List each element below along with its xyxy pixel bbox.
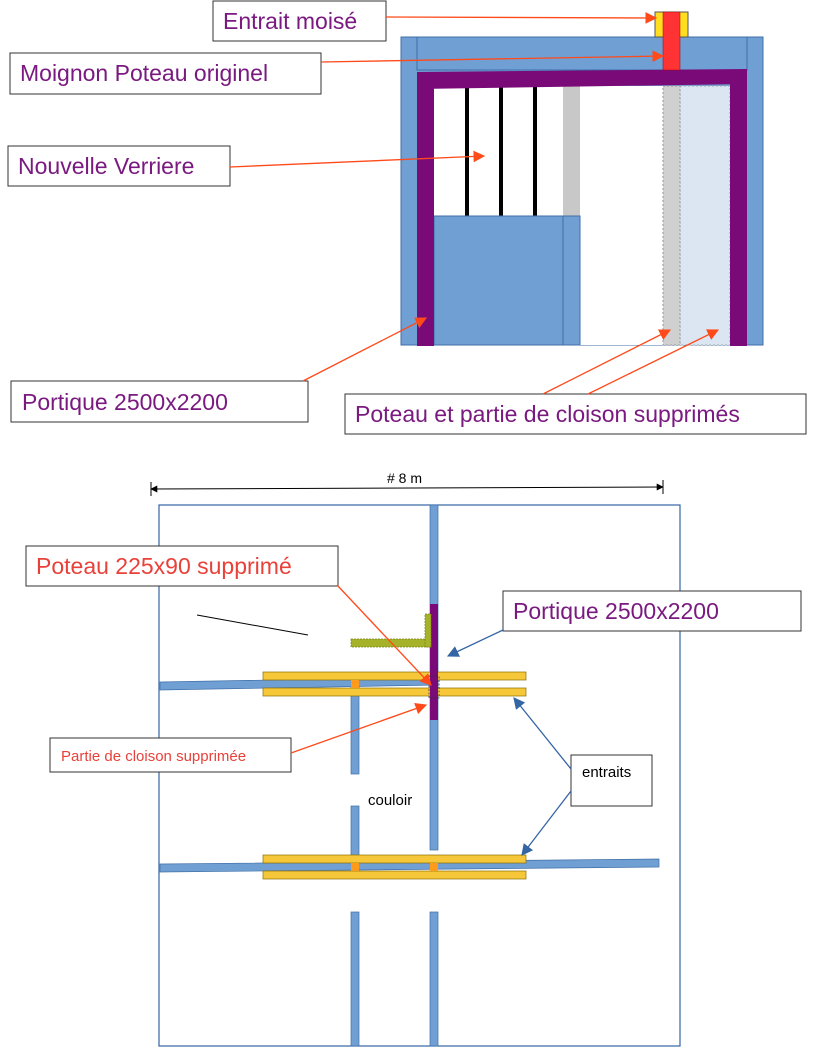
portique-beam [417,69,747,89]
arrow-poteau-plan [336,584,432,686]
elevation-view: Entrait moisé Moignon Poteau originel No… [7,0,807,435]
arrow-cloison-plan [290,703,428,754]
label-entrait: Entrait moisé [223,8,357,34]
arrow-entrait [385,12,658,24]
glazing-area [434,86,581,216]
removed-post-grey [662,85,681,346]
entrait-beam [262,870,527,880]
label-box-entraits [570,754,653,807]
arrow-poteau-supprime [542,329,672,395]
label-portique-plan: Portique 2500x2200 [513,598,719,624]
portique-right-leg [730,82,747,346]
arrow-verriere [229,150,486,168]
removed-partition-light [679,85,731,346]
beam-block [430,863,438,871]
olive-element-post [424,613,432,648]
arrow-moignon [320,50,665,63]
arrow-portique-elev [302,317,428,382]
elevation-top-band [416,36,748,71]
entrait-beam [262,854,527,864]
entrait-beam [262,687,527,697]
beam-block [351,863,359,871]
label-box-portique [10,380,309,423]
removed-post-plan [428,675,440,699]
portique-left-leg [417,84,434,346]
label-box-poteau-cloison [344,393,807,435]
label-couloir: couloir [368,792,412,809]
beam-block [351,680,359,688]
arrow-entraits-upper [513,697,572,770]
label-box-cloison [49,737,292,773]
label-cloison: Partie de cloison supprimée [61,748,246,765]
label-box-portique-plan [502,590,802,632]
glazing-mullion [499,86,503,216]
arrow-entraits-lower [521,790,572,856]
corridor-wall [350,911,360,1047]
central-wall-lower [429,911,439,1047]
moignon-poteau [662,11,681,71]
label-poteau-cloison: Poteau et partie de cloison supprimés [355,401,740,427]
glazing-mullion [533,86,537,216]
arrow-cloison-supprimee [587,329,720,395]
label-verriere: Nouvelle Verriere [18,153,194,179]
label-box-moignon [9,52,322,95]
label-portique-elev: Portique 2500x2200 [22,389,228,415]
plan-outline [158,504,681,1047]
label-poteau: Poteau 225x90 supprimé [36,553,292,579]
lower-partition [433,215,581,346]
glazing-mullion [465,86,469,216]
glazing-side-panel [563,86,580,216]
portique-plan [430,604,438,720]
label-entraits: entraits [582,764,631,781]
entrait-beam [262,671,527,681]
sketch-line [196,614,309,636]
plan-view: # 8 m Poteau 225x90 supprimé [25,470,802,1047]
label-box-poteau [25,545,339,587]
arrow-portique-plan [446,629,504,657]
label-moignon: Moignon Poteau originel [20,60,268,86]
dimension-line [150,483,664,493]
dimension-text: # 8 m [387,470,422,486]
label-box-verriere [7,145,231,187]
label-box-entrait [212,0,387,42]
